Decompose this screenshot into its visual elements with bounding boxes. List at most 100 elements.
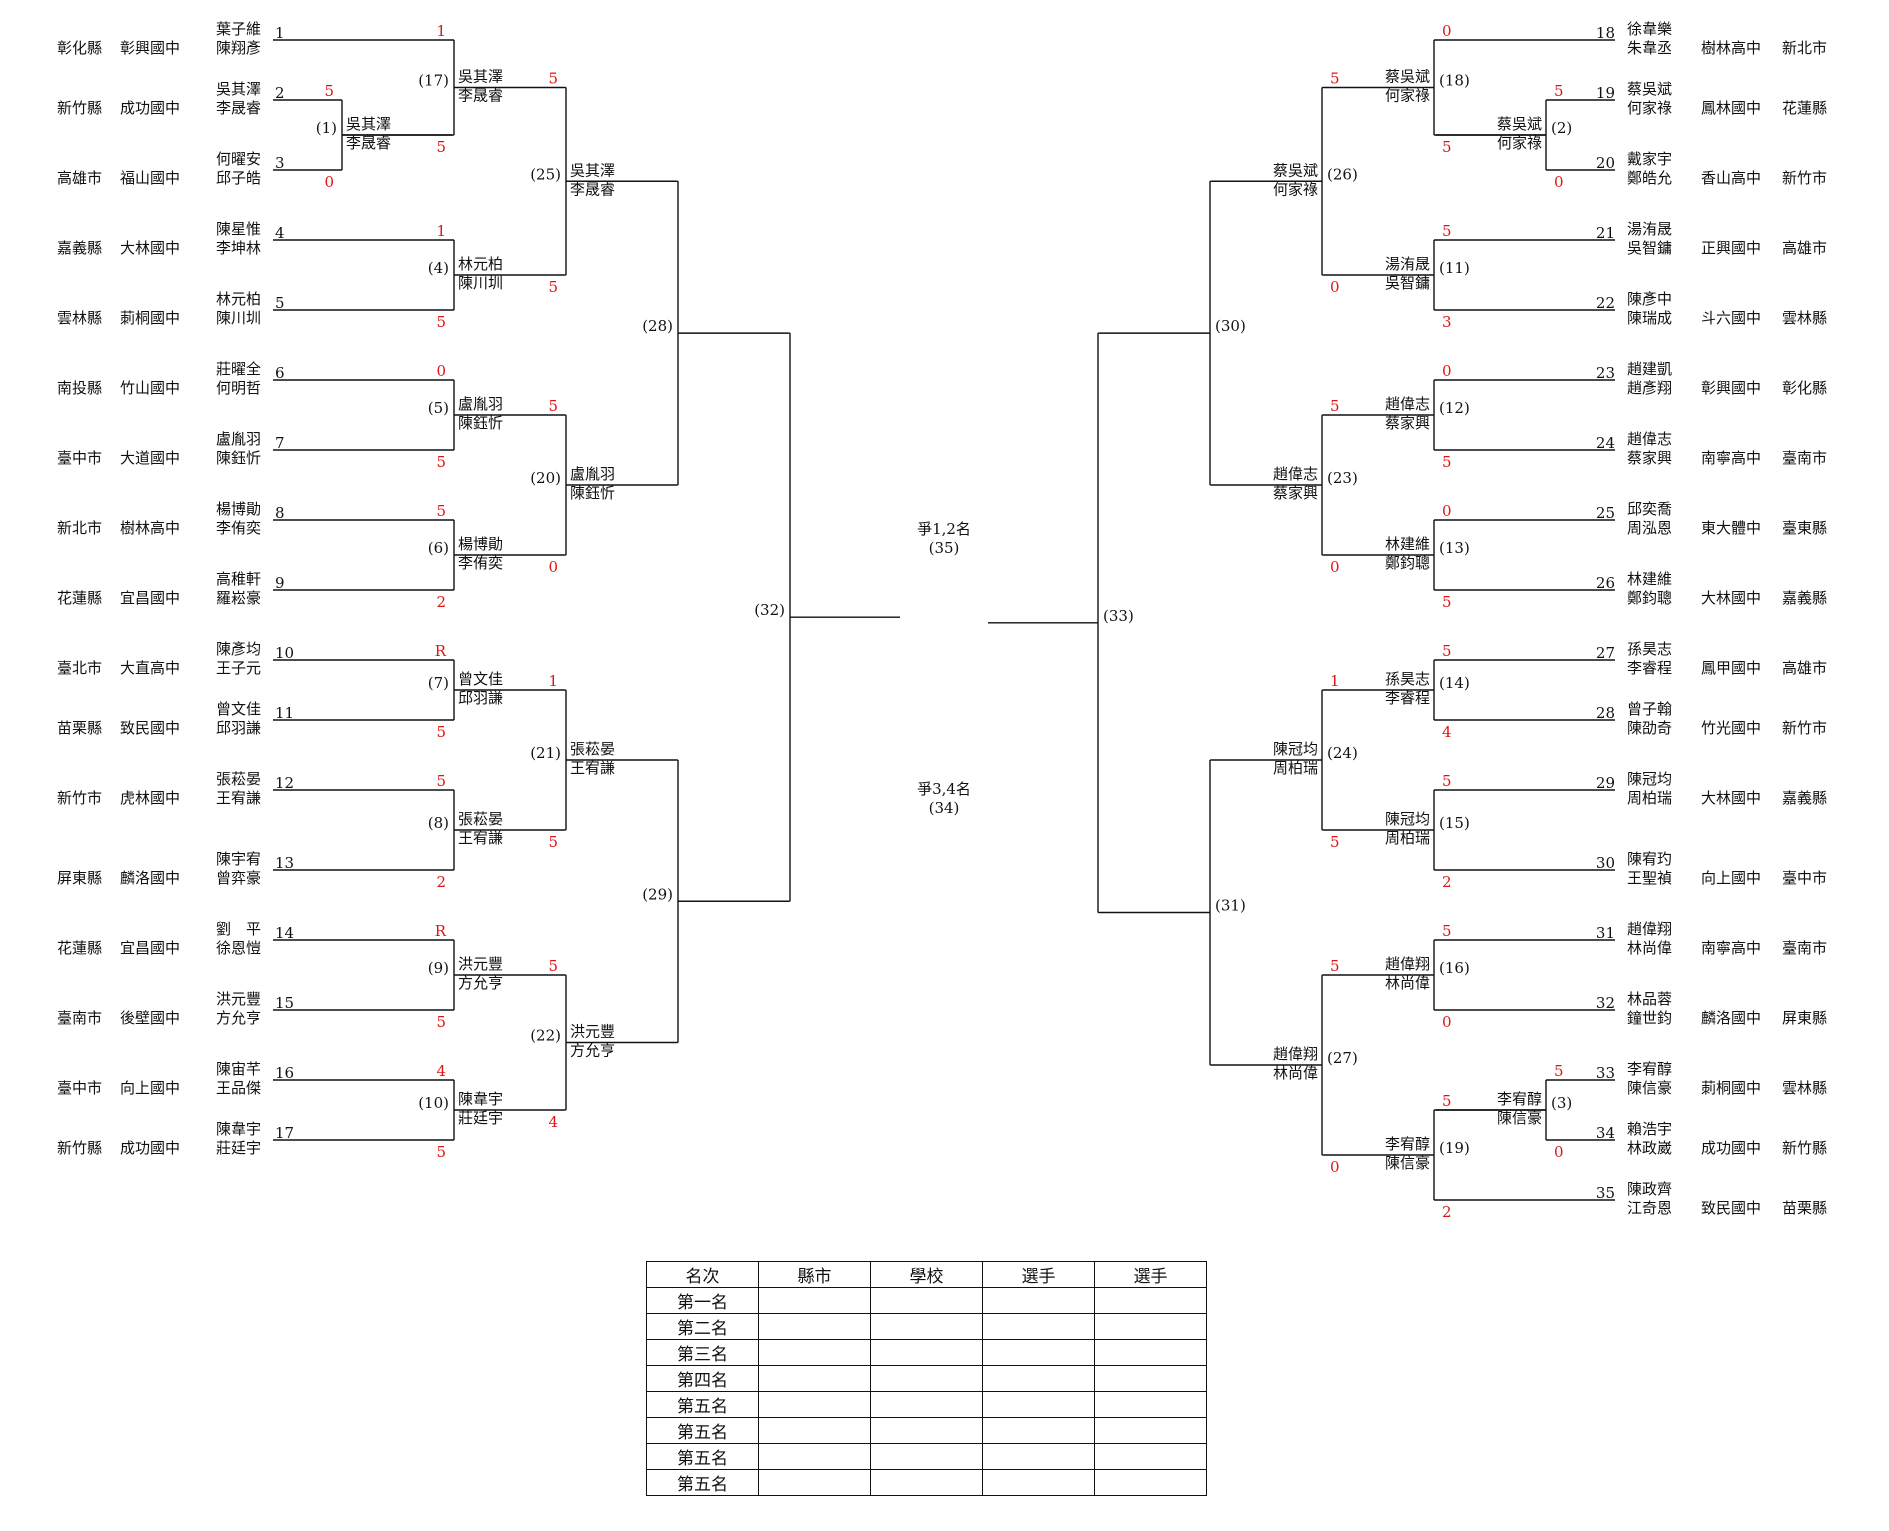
entry-player-1: 高稚軒 <box>216 570 261 588</box>
entry-number: 33 <box>1596 1064 1615 1082</box>
player-1-cell <box>982 1443 1095 1470</box>
school-cell <box>870 1443 983 1470</box>
winner-player-1: 吳其澤 <box>346 115 391 133</box>
county-cell <box>758 1417 871 1444</box>
entry-player-2: 曾弈豪 <box>216 869 261 887</box>
score-top: 5 <box>1330 70 1340 88</box>
rank-cell: 第五名 <box>646 1469 759 1496</box>
entry-player-2: 徐恩愷 <box>216 939 261 957</box>
entry-county: 嘉義縣 <box>1782 789 1827 807</box>
entry-player-1: 陳彥中 <box>1627 290 1672 308</box>
score-top: 5 <box>1442 1092 1452 1110</box>
entry-player-2: 林政崴 <box>1627 1139 1672 1157</box>
score-bottom: 5 <box>548 833 558 851</box>
entry-county: 新竹市 <box>1782 719 1827 737</box>
entry-player-2: 鐘世鈞 <box>1627 1009 1672 1027</box>
match-number: (23) <box>1327 469 1358 487</box>
header-rank: 名次 <box>646 1261 759 1288</box>
player-1-cell <box>982 1365 1095 1392</box>
entry-number: 32 <box>1596 994 1615 1012</box>
entry-county: 屏東縣 <box>1782 1009 1827 1027</box>
match-number: (12) <box>1439 399 1470 417</box>
entry-player-1: 劉 平 <box>216 920 261 938</box>
county-cell <box>758 1443 871 1470</box>
entry-player-1: 何曜安 <box>216 150 261 168</box>
entry-county: 臺中市 <box>1782 869 1827 887</box>
player-1-cell <box>982 1417 1095 1444</box>
match-number: (22) <box>530 1027 561 1045</box>
match-number: (28) <box>642 317 673 335</box>
entry-number: 34 <box>1596 1124 1615 1142</box>
final-label: 爭1,2名 <box>917 520 971 538</box>
entry-county: 臺東縣 <box>1782 519 1827 537</box>
score-bottom: 5 <box>436 313 446 331</box>
entry-player-2: 朱韋丞 <box>1627 39 1672 57</box>
match-number: (15) <box>1439 814 1470 832</box>
header-player-2: 選手 <box>1094 1261 1207 1288</box>
entry-school: 致民國中 <box>1701 1199 1761 1217</box>
county-cell <box>758 1391 871 1418</box>
entry-number: 20 <box>1596 154 1615 172</box>
entry-player-1: 林元柏 <box>216 290 261 308</box>
score-bottom: 0 <box>1330 1158 1340 1176</box>
entry-player-1: 徐韋樂 <box>1627 20 1672 38</box>
winner-player-1: 陳韋宇 <box>458 1090 503 1108</box>
entry-school: 大林國中 <box>1701 589 1761 607</box>
entry-number: 14 <box>275 924 294 942</box>
entry-number: 19 <box>1596 84 1615 102</box>
entry-player-1: 趙建凱 <box>1627 360 1672 378</box>
winner-player-1: 林建維 <box>1385 535 1430 553</box>
standings-row: 第五名 <box>646 1417 1207 1444</box>
player-1-cell <box>982 1391 1095 1418</box>
match-number: (18) <box>1439 72 1470 90</box>
entry-number: 11 <box>275 704 294 722</box>
entry-county: 新北市 <box>57 519 102 537</box>
winner-player-2: 李睿程 <box>1385 689 1430 707</box>
entry-county: 臺南市 <box>1782 939 1827 957</box>
winner-player-1: 曾文佳 <box>458 670 503 688</box>
county-cell <box>758 1339 871 1366</box>
match-number: (6) <box>428 539 449 557</box>
entry-county: 新竹縣 <box>1782 1139 1827 1157</box>
entry-player-1: 戴家宇 <box>1627 150 1672 168</box>
winner-player-2: 蔡家興 <box>1385 414 1430 432</box>
winner-player-2: 王宥謙 <box>570 759 615 777</box>
entry-number: 16 <box>275 1064 294 1082</box>
score-bottom: 5 <box>548 278 558 296</box>
entry-player-2: 何明哲 <box>216 379 261 397</box>
entry-player-1: 李宥醇 <box>1627 1060 1672 1078</box>
standings-row: 第一名 <box>646 1287 1207 1314</box>
winner-player-1: 洪元豐 <box>570 1023 615 1041</box>
score-top: 0 <box>1442 502 1452 520</box>
entry-number: 9 <box>275 574 285 592</box>
entry-school: 成功國中 <box>120 1139 180 1157</box>
entry-county: 嘉義縣 <box>57 239 102 257</box>
header-school: 學校 <box>870 1261 983 1288</box>
entry-player-1: 陳宇宥 <box>216 850 261 868</box>
county-cell <box>758 1365 871 1392</box>
score-top: 5 <box>548 397 558 415</box>
entry-player-2: 李睿程 <box>1627 659 1672 677</box>
score-top: 5 <box>324 82 334 100</box>
entry-school: 莿桐國中 <box>1701 1079 1761 1097</box>
entry-player-2: 王品傑 <box>216 1079 261 1097</box>
winner-player-2: 陳信豪 <box>1385 1154 1430 1172</box>
entry-county: 雲林縣 <box>57 309 102 327</box>
entry-player-1: 陳宙芊 <box>216 1060 261 1078</box>
entry-player-1: 賴浩宇 <box>1627 1120 1672 1138</box>
winner-player-2: 陳鈺忻 <box>458 414 503 432</box>
match-number: (9) <box>428 959 449 977</box>
entry-player-2: 江奇恩 <box>1627 1199 1672 1217</box>
winner-player-1: 蔡吳斌 <box>1497 115 1542 133</box>
player-2-cell <box>1094 1391 1207 1418</box>
match-number: (1) <box>316 119 337 137</box>
entry-county: 雲林縣 <box>1782 1079 1827 1097</box>
score-top: 1 <box>436 22 446 40</box>
header-player-1: 選手 <box>982 1261 1095 1288</box>
entry-school: 後壁國中 <box>120 1009 180 1027</box>
match-number: (26) <box>1327 165 1358 183</box>
final-match-number: (35) <box>929 539 960 557</box>
player-2-cell <box>1094 1417 1207 1444</box>
entry-player-2: 趙彥翔 <box>1627 379 1672 397</box>
player-2-cell <box>1094 1313 1207 1340</box>
